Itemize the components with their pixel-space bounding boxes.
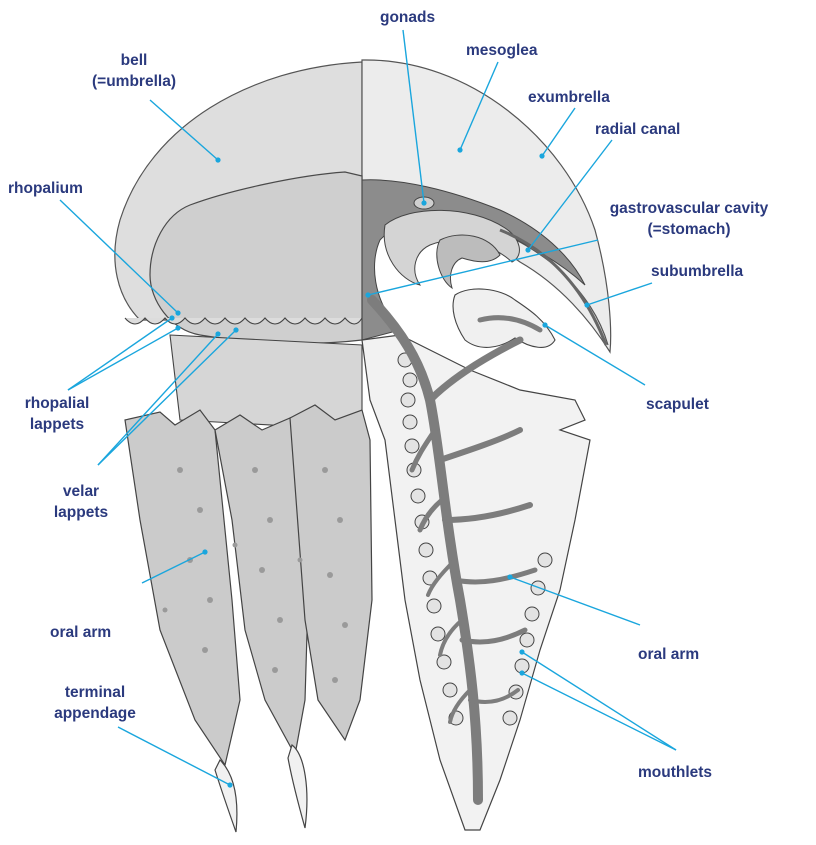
label-gonads: gonads <box>380 9 435 26</box>
label-gastrovascular-stomach: (=stomach) <box>647 221 730 238</box>
label-oral-arm-left: oral arm <box>50 624 111 641</box>
label-radial-canal: radial canal <box>595 121 680 138</box>
label-velar: velar <box>63 483 99 500</box>
terminal-appendage-1 <box>215 760 237 832</box>
label-rhopalial-lappets: lappets <box>30 416 84 433</box>
label-bell: bell <box>121 52 148 69</box>
label-rhopalial: rhopalial <box>25 395 90 412</box>
label-gastrovascular-cavity: gastrovascular cavity <box>610 200 769 217</box>
jellyfish-illustration <box>115 60 611 832</box>
label-velar-lappets: lappets <box>54 504 108 521</box>
label-bell-umbrella: (=umbrella) <box>92 73 176 90</box>
terminal-appendage-2 <box>288 745 307 828</box>
label-rhopalium: rhopalium <box>8 180 83 197</box>
label-mesoglea: mesoglea <box>466 42 538 59</box>
label-terminal: terminal <box>65 684 125 701</box>
label-oral-arm-right: oral arm <box>638 646 699 663</box>
label-scapulet: scapulet <box>646 396 709 413</box>
label-subumbrella: subumbrella <box>651 263 744 280</box>
label-mouthlets: mouthlets <box>638 764 712 781</box>
gonad-inner-loop <box>437 235 500 288</box>
label-terminal-appendage: appendage <box>54 705 136 722</box>
label-exumbrella: exumbrella <box>528 89 610 106</box>
